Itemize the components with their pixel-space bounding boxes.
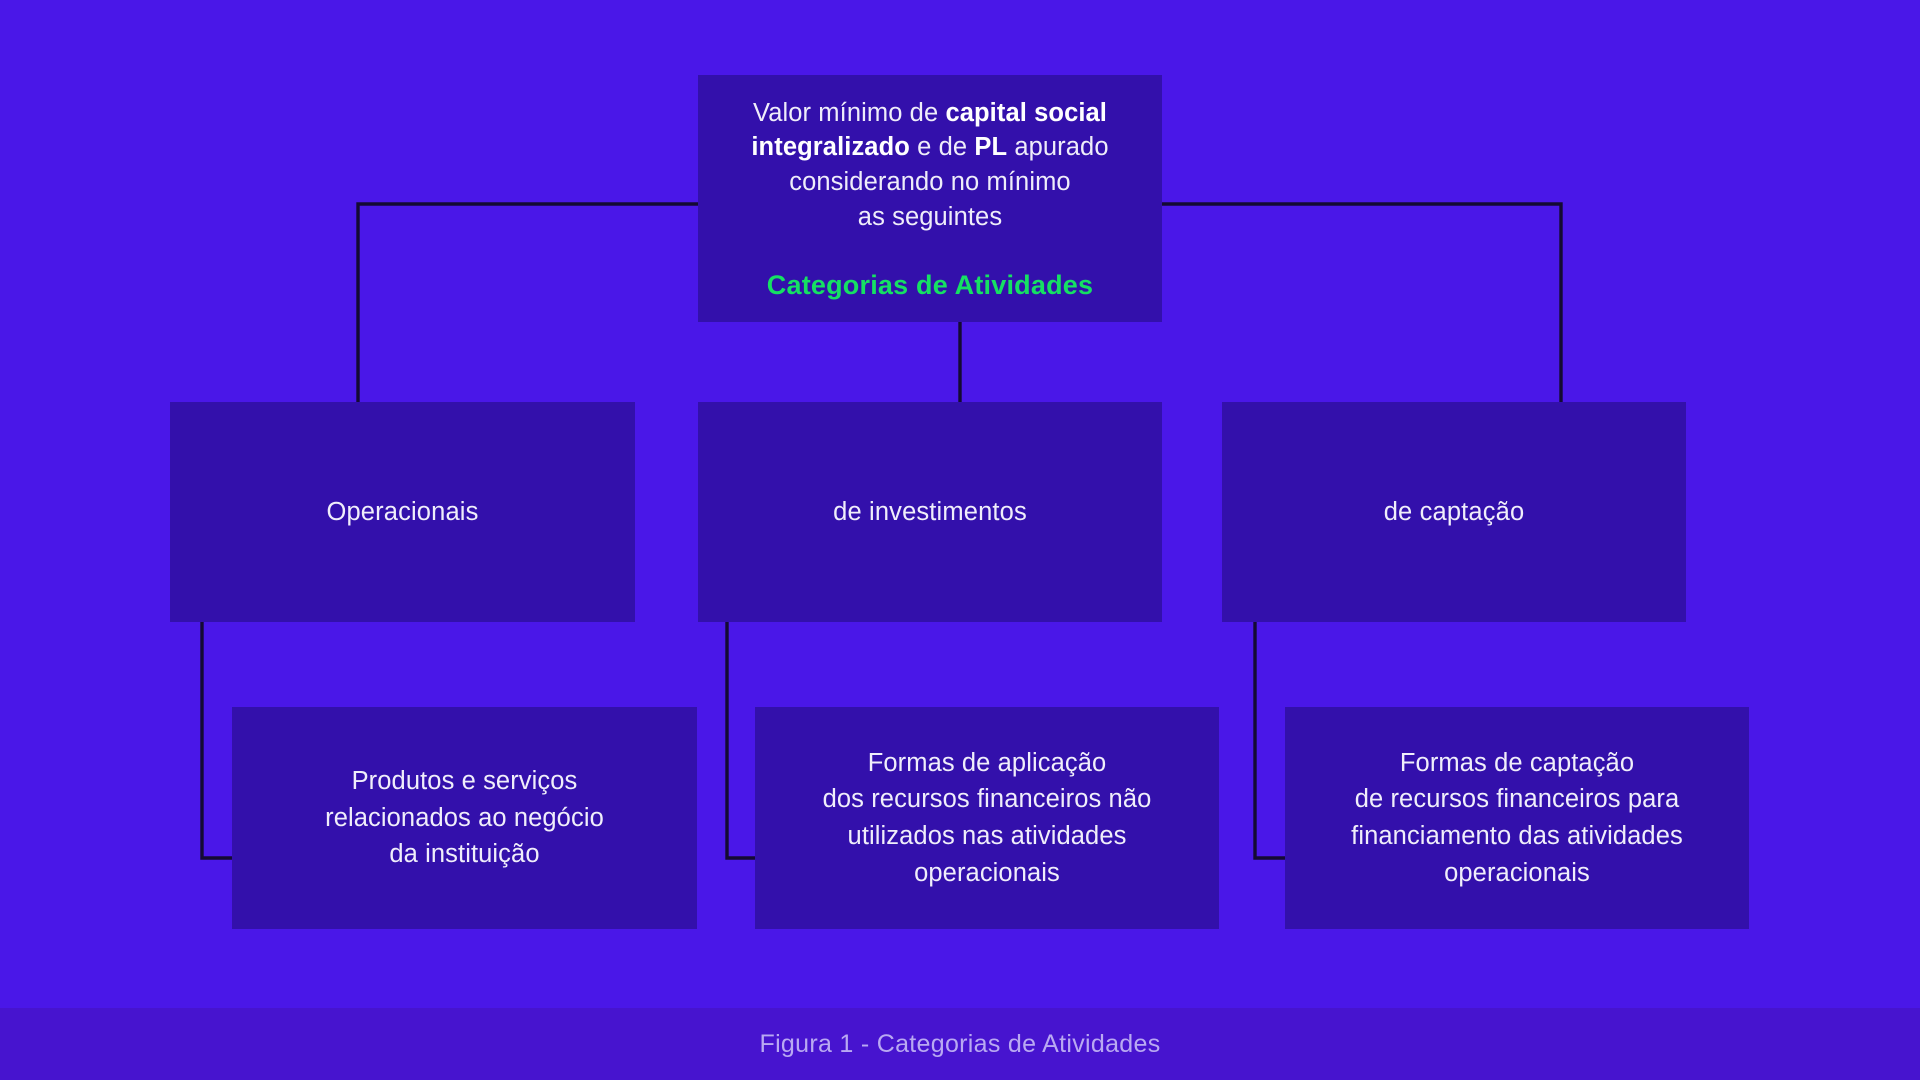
detail-node-captacao[interactable]: Formas de captação de recursos financeir… — [1285, 707, 1749, 929]
detail-node-investimentos[interactable]: Formas de aplicação dos recursos finance… — [755, 707, 1219, 929]
detail-text: Formas de aplicação dos recursos finance… — [822, 748, 1152, 887]
detail-node-operacionais[interactable]: Produtos e serviços relacionados ao negó… — [232, 707, 697, 929]
connector-center-to-leaf — [725, 622, 757, 860]
root-node-heading: Categorias de Atividades — [766, 270, 1094, 301]
category-label: de investimentos — [833, 497, 1027, 526]
figure-caption: Figura 1 - Categorias de Atividades — [759, 1029, 1161, 1058]
category-node-operacionais[interactable]: Operacionais — [170, 402, 635, 622]
connector-right-to-leaf — [1253, 622, 1285, 860]
category-node-captacao[interactable]: de captação — [1222, 402, 1686, 622]
detail-text: Formas de captação de recursos financeir… — [1351, 748, 1683, 887]
category-label: de captação — [1383, 497, 1525, 526]
category-label: Operacionais — [326, 497, 479, 526]
detail-text: Produtos e serviços relacionados ao negó… — [325, 766, 604, 869]
figure-caption-bar: Figura 1 - Categorias de Atividades — [0, 1008, 1920, 1080]
category-node-investimentos[interactable]: de investimentos — [698, 402, 1162, 622]
connector-left-to-leaf — [200, 622, 232, 860]
